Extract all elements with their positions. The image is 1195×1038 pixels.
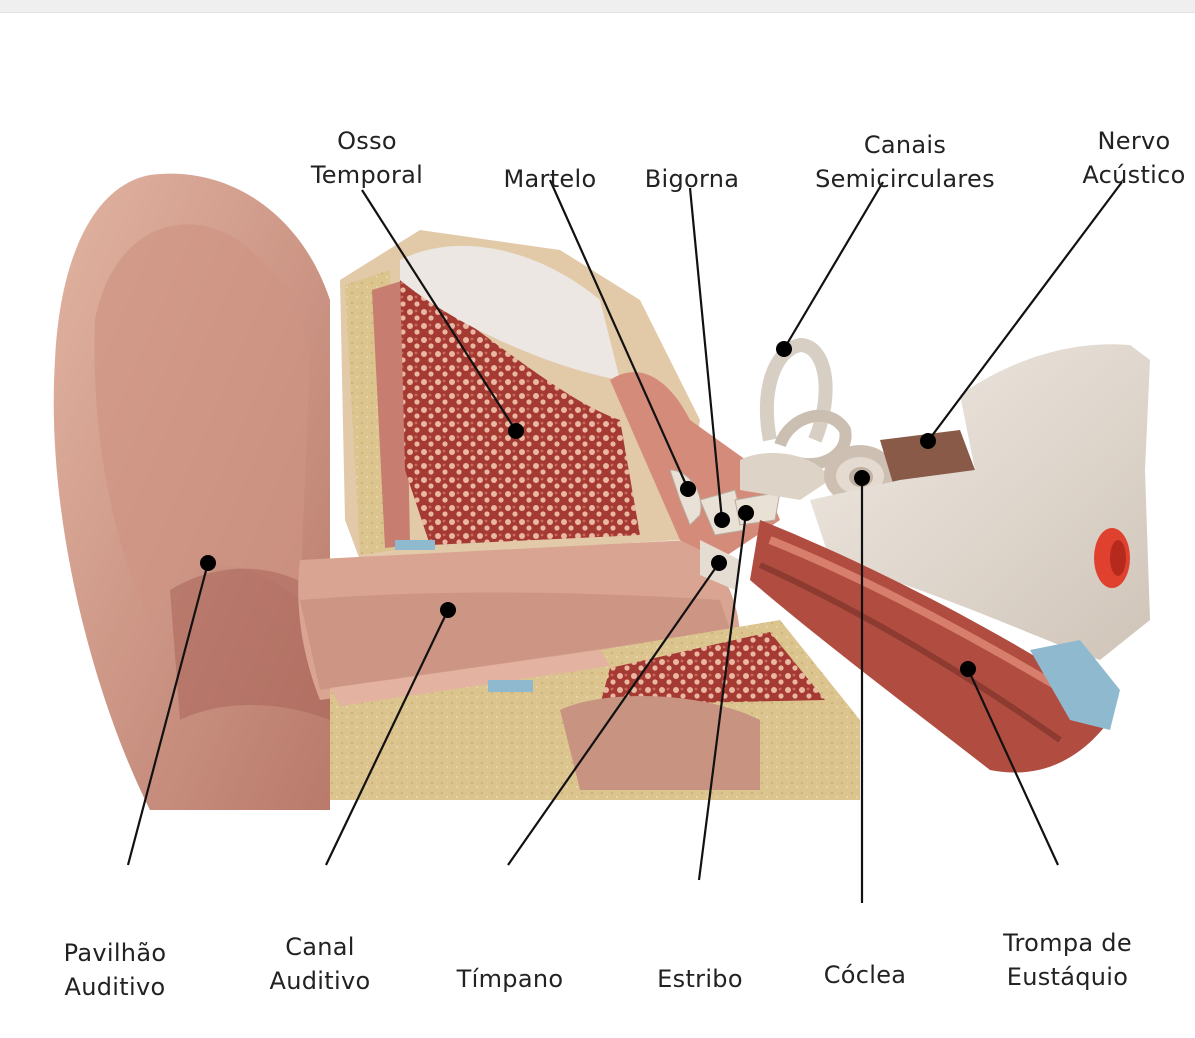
label-estribo: Estribo	[645, 928, 755, 1030]
blue-tissue-upper	[395, 540, 435, 550]
label-martelo: Martelo	[490, 128, 610, 230]
label-coclea: Cóclea	[815, 924, 915, 1026]
blue-tissue-lower	[488, 680, 533, 692]
label-timpano: Tímpano	[445, 928, 575, 1030]
label-bigorna: Bigorna	[637, 128, 747, 230]
lower-fold	[560, 696, 760, 790]
